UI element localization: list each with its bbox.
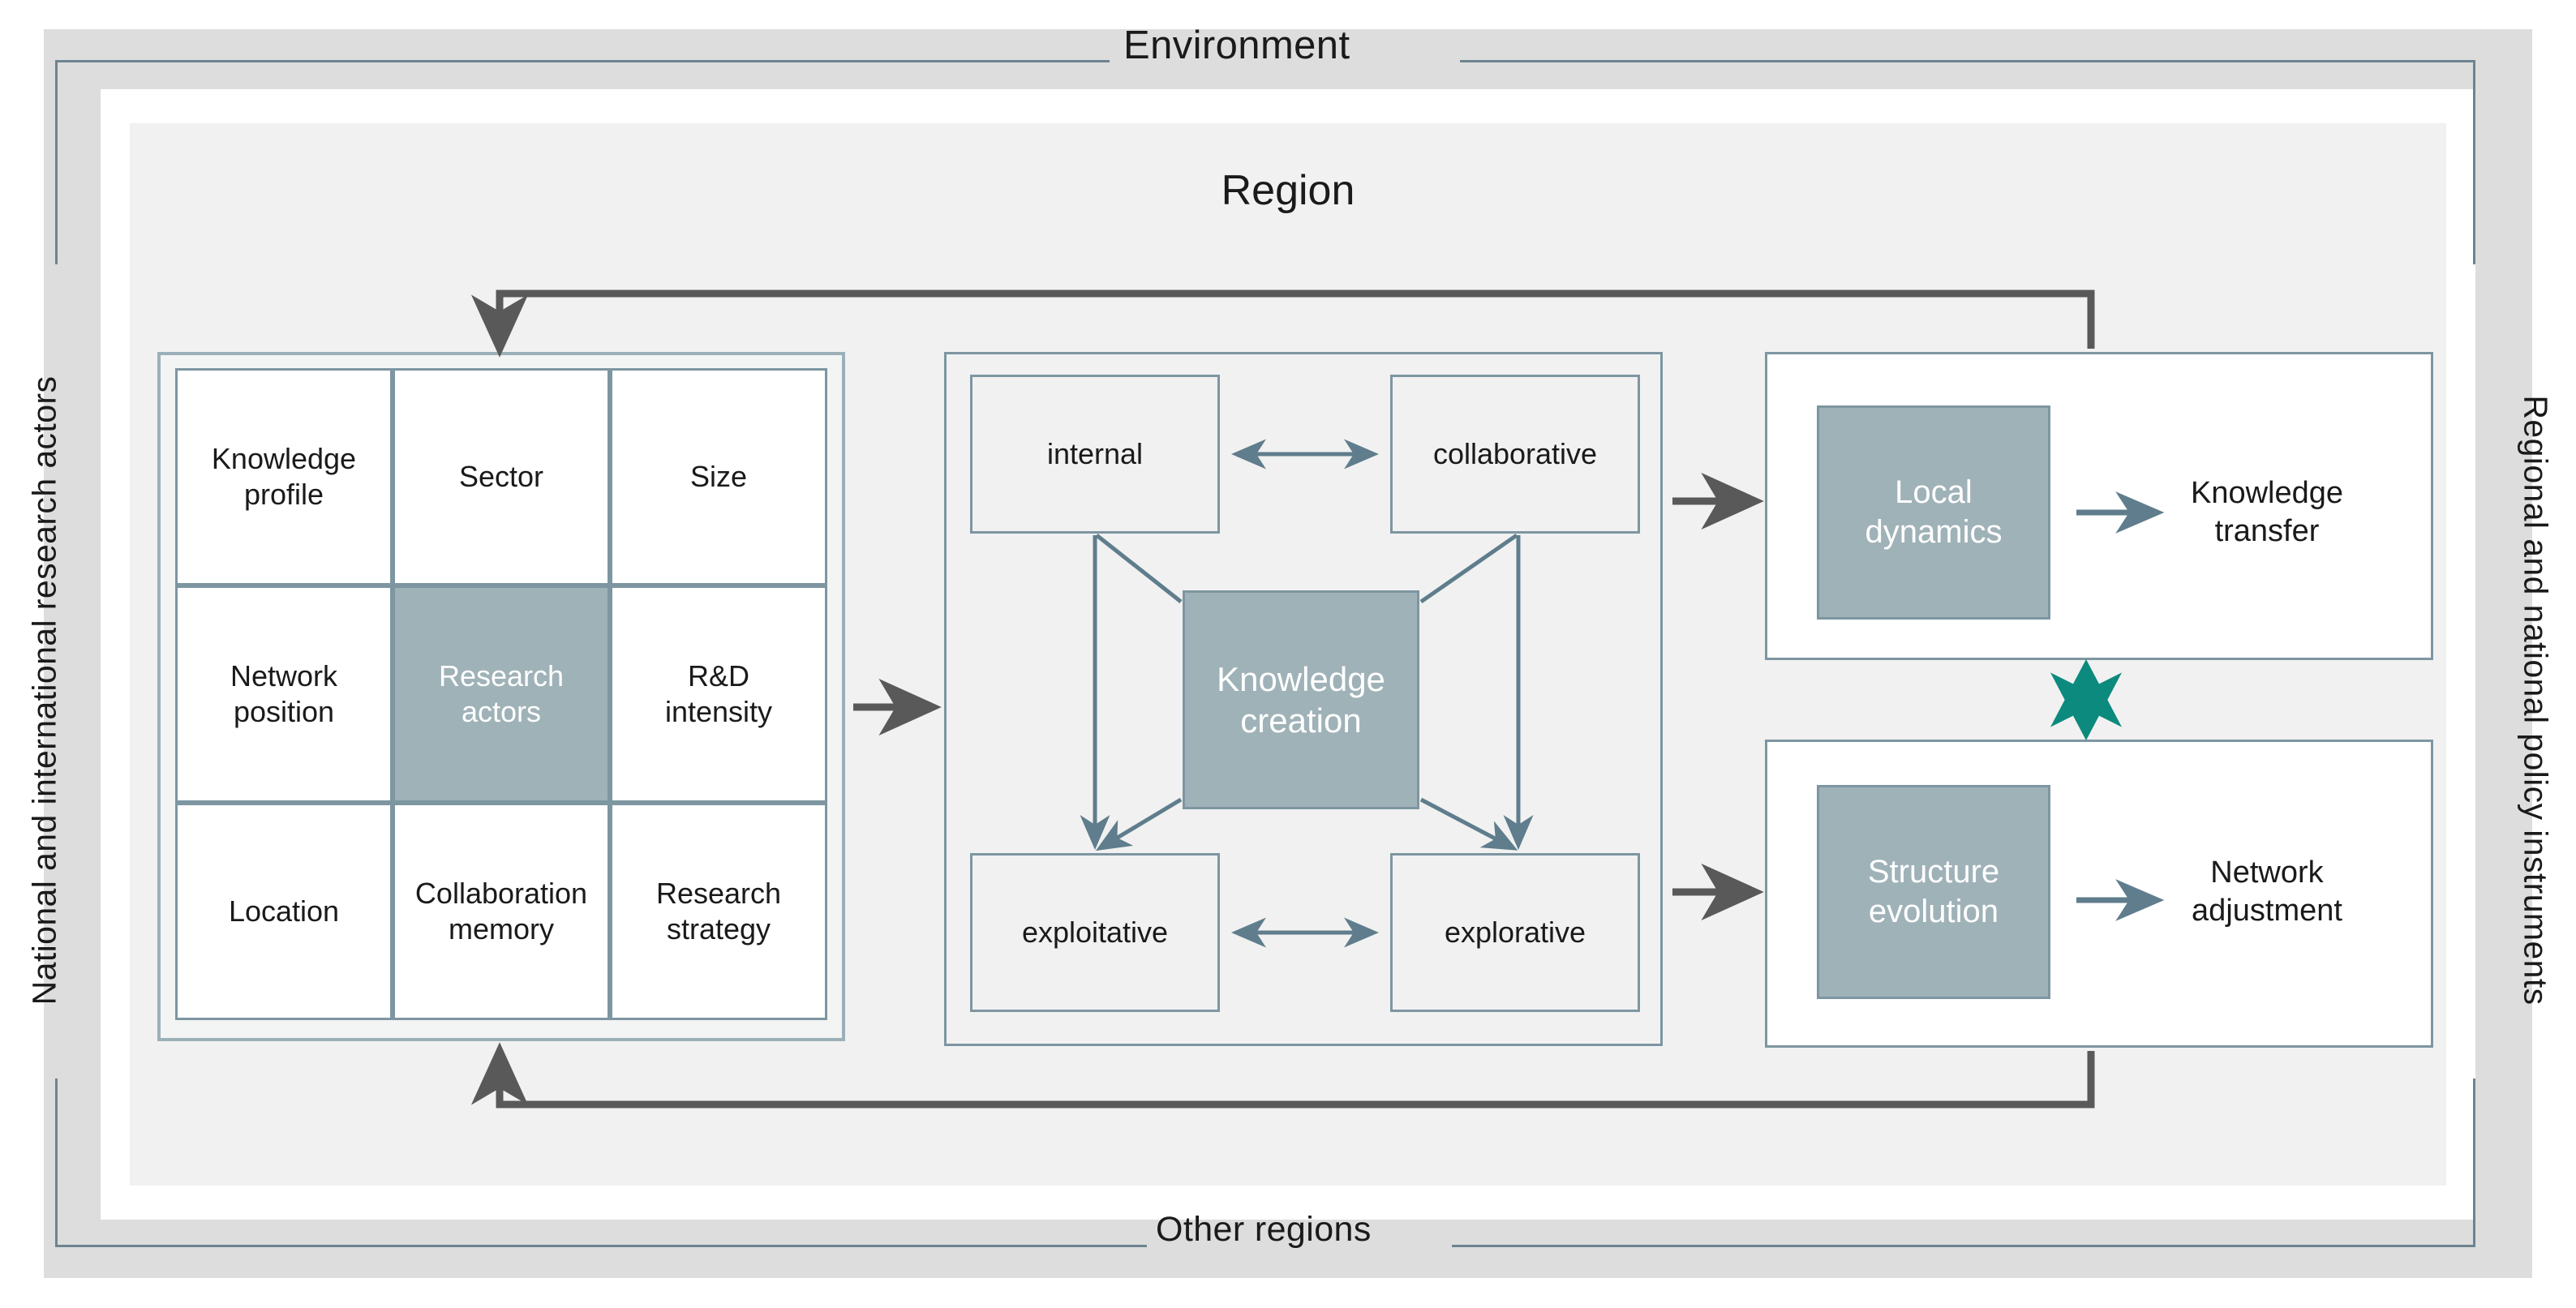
grid-cell-sector[interactable]: Sector [393, 368, 610, 585]
bracket-bottom-left [55, 1245, 1147, 1247]
bracket-bottom-right [1452, 1245, 2475, 1247]
knowledge-box-label: exploitative [1021, 916, 1169, 949]
bracket-right-lower [2473, 1079, 2475, 1247]
bracket-left-lower [55, 1079, 58, 1247]
bracket-top-right [1460, 60, 2475, 62]
knowledge-box-collaborative[interactable]: collaborative [1390, 375, 1640, 534]
knowledge-box-exploitative[interactable]: exploitative [970, 853, 1220, 1012]
grid-cell-label: Size [689, 460, 748, 494]
knowledge-box-label: explorative [1444, 916, 1586, 949]
grid-cell-label: Location [228, 894, 340, 928]
bracket-top-left [55, 60, 1110, 62]
grid-cell-location[interactable]: Location [175, 803, 393, 1020]
national-research-actors-label: National and international research acto… [25, 375, 63, 1006]
knowledge-box-explorative[interactable]: explorative [1390, 853, 1640, 1012]
knowledge-box-label: collaborative [1432, 437, 1598, 470]
grid-cell-size[interactable]: Size [610, 368, 827, 585]
grid-cell-label: Sector [458, 460, 544, 494]
environment-label: Environment [1123, 24, 1350, 67]
knowledge-box-label: internal [1046, 437, 1144, 470]
bracket-left-upper [55, 60, 58, 264]
knowledge-box-internal[interactable]: internal [970, 375, 1220, 534]
policy-instruments-label: Regional and national policy instruments [2517, 395, 2555, 1006]
other-regions-label: Other regions [1156, 1210, 1372, 1249]
bracket-right-upper [2473, 60, 2475, 264]
region-title: Region [1221, 167, 1355, 214]
